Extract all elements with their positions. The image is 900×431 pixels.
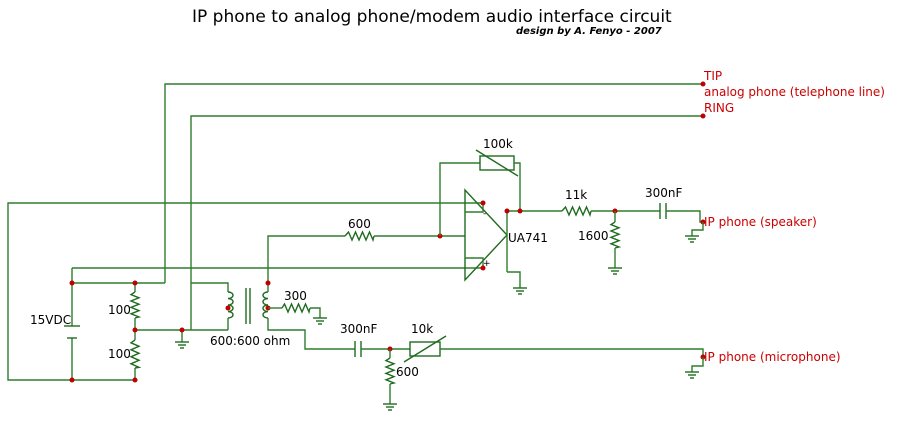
capacitor-300nf-bottom — [354, 341, 410, 357]
ground-icon — [685, 357, 704, 379]
resistor-100-top-label: 100 — [108, 303, 131, 317]
resistor-100k-feedback — [439, 149, 521, 236]
terminal-analog-phone-label: analog phone (telephone line) — [704, 85, 885, 99]
ground-icon — [383, 403, 397, 411]
resistor-100-bottom — [129, 339, 142, 369]
capacitor-300nf-bottom-label: 300nF — [340, 322, 378, 336]
battery-15vdc — [64, 325, 80, 339]
diagram-title: IP phone to analog phone/modem audio int… — [192, 7, 672, 27]
diagram-subtitle: design by A. Fenyo - 2007 — [516, 26, 662, 37]
terminal-tip-label: TIP — [703, 69, 722, 83]
resistor-1600-label: 1600 — [578, 229, 609, 243]
resistor-600-input — [344, 230, 465, 243]
ground-icon — [513, 287, 527, 295]
terminal-speaker-label: IP phone (speaker) — [704, 215, 817, 229]
resistor-300-label: 300 — [284, 289, 307, 303]
capacitor-300nf-top — [659, 203, 706, 225]
resistor-600-input-label: 600 — [348, 217, 371, 231]
capacitor-300nf-top-label: 300nF — [645, 186, 683, 200]
resistor-100-bottom-label: 100 — [108, 347, 131, 361]
transformer-label: 600:600 ohm — [210, 334, 290, 348]
divider-wire — [132, 280, 228, 383]
resistor-300 — [268, 302, 321, 318]
transformer-600-600 — [191, 235, 355, 350]
ring-line — [190, 113, 706, 330]
resistor-1600 — [609, 211, 622, 268]
opamp-label: UA741 — [508, 231, 548, 245]
ground-icon — [685, 222, 704, 243]
tip-line — [164, 81, 706, 283]
resistor-100-top — [129, 291, 142, 319]
resistor-10k — [403, 335, 706, 363]
ground-icon — [175, 341, 189, 349]
supply-loop-wire — [7, 202, 483, 383]
ground-icon — [608, 267, 622, 275]
resistor-600-mic — [384, 349, 397, 404]
opamp-minus-label: - — [483, 209, 486, 219]
opamp-plus-label: + — [483, 259, 491, 269]
ground-icon — [313, 317, 327, 325]
opamp-ua741 — [464, 188, 562, 288]
resistor-10k-label: 10k — [411, 322, 433, 336]
resistor-11k-label: 11k — [565, 188, 587, 202]
resistor-600-mic-label: 600 — [396, 365, 419, 379]
supply-label: 15VDC — [30, 313, 71, 327]
resistor-100k-label: 100k — [483, 137, 513, 151]
terminal-microphone-label: IP phone (microphone) — [704, 350, 841, 364]
terminal-ring-label: RING — [704, 101, 734, 115]
resistor-11k — [561, 205, 660, 218]
